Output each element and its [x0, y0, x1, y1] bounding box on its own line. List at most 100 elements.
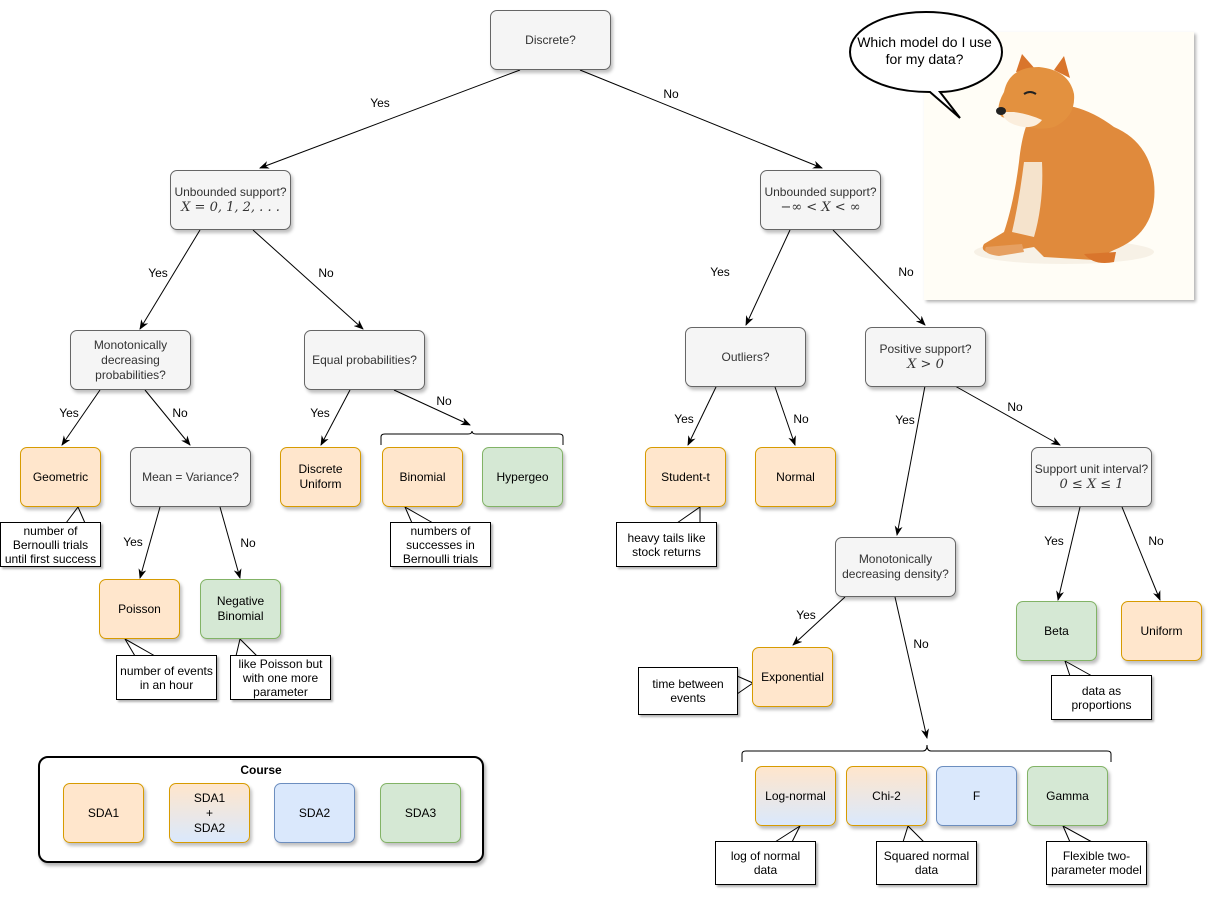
node-log-normal-label: Log-normal [765, 788, 826, 803]
node-discrete-uniform-label: Discrete Uniform [298, 462, 343, 491]
legend-sda3: SDA3 [380, 783, 461, 843]
course-legend: Course SDA1 SDA1 + SDA2 SDA2 SDA3 [38, 756, 484, 863]
node-student-t: Student-t [645, 447, 726, 507]
edge-label-no: No [913, 637, 929, 651]
edge-discrete-yes [259, 69, 521, 169]
node-normal: Normal [755, 447, 836, 507]
callout-pointer-log-normal [774, 824, 802, 843]
callout-pointer-poisson [123, 637, 156, 657]
edge-unit-no [1121, 506, 1161, 601]
edge-label-no: No [1148, 534, 1164, 548]
node-mono-density-label: Monotonically decreasing density? [842, 552, 949, 581]
node-f: F [936, 766, 1017, 826]
node-normal-label: Normal [776, 469, 815, 484]
node-chi2-label: Chi-2 [872, 788, 901, 803]
note-chi2: Squared normal data [876, 841, 977, 885]
edge-mv-no [219, 506, 242, 579]
speech-bubble [848, 10, 1004, 119]
brace-binomial-hypergeo [380, 430, 564, 445]
edge-unit-yes [1056, 506, 1081, 601]
speech-bubble-text: Which model do I use for my data? [857, 34, 992, 67]
legend-sda3-label: SDA3 [404, 805, 437, 820]
node-unbounded-left-math: X = 0, 1, 2, . . . [181, 200, 280, 215]
edge-label-yes: Yes [710, 265, 730, 279]
edge-equal-no [393, 389, 471, 426]
edge-mono-density-yes [792, 596, 846, 646]
brace-continuous-group [741, 744, 1112, 762]
callout-pointer-binomial [403, 505, 434, 524]
edge-label-yes: Yes [674, 412, 694, 426]
edge-outliers-yes [687, 386, 717, 446]
node-neg-binomial: Negative Binomial [200, 579, 281, 639]
node-geometric-label: Geometric [32, 469, 89, 484]
callout-pointer-beta [1064, 659, 1093, 677]
edge-label-no: No [318, 266, 334, 280]
node-geometric: Geometric [20, 447, 101, 507]
node-binomial-label: Binomial [399, 469, 446, 484]
node-discrete-uniform: Discrete Uniform [280, 447, 361, 507]
node-equal-prob: Equal probabilities? [304, 330, 425, 390]
node-unbounded-right: Unbounded support? −∞ < X < ∞ [760, 170, 881, 230]
node-unit-interval-math: 0 ≤ X ≤ 1 [1059, 477, 1124, 492]
node-f-label: F [972, 788, 981, 803]
callout-pointer-geometric [65, 506, 86, 524]
node-positive: Positive support? X > 0 [865, 327, 986, 387]
node-student-t-label: Student-t [661, 469, 710, 484]
node-mono-prob-label: Monotonically decreasing probabilities? [93, 337, 168, 382]
node-binomial: Binomial [382, 447, 463, 507]
node-equal-prob-label: Equal probabilities? [312, 352, 417, 367]
node-positive-math: X > 0 [907, 357, 944, 372]
node-mono-prob: Monotonically decreasing probabilities? [70, 330, 191, 390]
node-gamma: Gamma [1027, 766, 1108, 826]
edge-label-no: No [1007, 400, 1023, 414]
node-uniform-label: Uniform [1140, 623, 1183, 638]
node-chi2: Chi-2 [846, 766, 927, 826]
edge-unb-left-yes [139, 229, 201, 330]
node-discrete-label: Discrete? [525, 32, 576, 47]
node-unbounded-right-label: Unbounded support? [764, 185, 877, 199]
legend-sda1-label: SDA1 [87, 805, 120, 820]
edge-label-no: No [172, 406, 188, 420]
node-hypergeo: Hypergeo [482, 447, 563, 507]
edge-positive-yes [894, 385, 926, 536]
callout-pointer-student-t [676, 506, 701, 524]
callout-pointer-neg-binomial [235, 638, 258, 657]
note-beta: data as proportions [1051, 675, 1152, 720]
edge-discrete-no [579, 69, 823, 169]
note-binomial: numbers of successes in Bernoulli trials [390, 522, 491, 567]
legend-sda2: SDA2 [274, 783, 355, 843]
node-outliers-label: Outliers? [721, 349, 770, 364]
edge-label-yes: Yes [796, 608, 816, 622]
node-poisson: Poisson [99, 579, 180, 639]
callout-pointer-chi2 [902, 825, 925, 843]
node-neg-binomial-label: Negative Binomial [216, 594, 265, 623]
edge-unb-right-yes [745, 229, 791, 326]
node-gamma-label: Gamma [1046, 788, 1089, 803]
node-unit-interval-label: Support unit interval? [1034, 462, 1149, 476]
edge-label-yes: Yes [1044, 534, 1064, 548]
legend-sda2-label: SDA2 [298, 805, 331, 820]
callout-pointer-exponential [736, 675, 755, 695]
node-poisson-label: Poisson [118, 601, 161, 616]
edge-label-no: No [240, 536, 256, 550]
callout-pointer-gamma [1061, 824, 1093, 843]
node-beta: Beta [1016, 601, 1097, 661]
legend-sda1: SDA1 [63, 783, 144, 843]
note-exponential: time between events [638, 667, 738, 715]
note-log-normal: log of normal data [715, 841, 816, 885]
node-unbounded-left: Unbounded support? X = 0, 1, 2, . . . [170, 170, 291, 230]
edge-mono-density-no [894, 596, 929, 739]
edge-label-yes: Yes [59, 406, 79, 420]
note-neg-binomial: like Poisson but with one more parameter [230, 655, 331, 700]
edge-label-yes: Yes [895, 413, 915, 427]
node-exponential-label: Exponential [761, 669, 824, 684]
edge-mv-yes [138, 506, 161, 579]
edge-label-no: No [663, 87, 679, 101]
edge-label-no: No [898, 265, 914, 279]
edge-label-yes: Yes [123, 535, 143, 549]
note-gamma: Flexible two-parameter model [1046, 841, 1147, 885]
edge-equal-yes [320, 389, 351, 446]
edge-unb-right-no [832, 229, 926, 326]
node-mono-density: Monotonically decreasing density? [835, 537, 956, 597]
edge-label-yes: Yes [310, 406, 330, 420]
